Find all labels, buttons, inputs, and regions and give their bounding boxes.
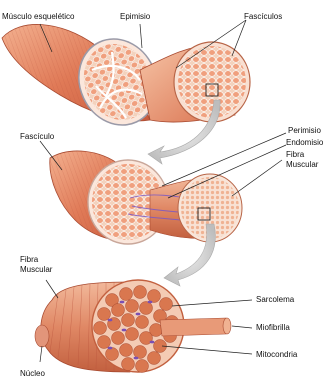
- label-muscle-fiber-1: Fibra: [286, 150, 305, 159]
- label-myofibril: Miofibrilla: [256, 323, 290, 332]
- label-epimysium: Epimisio: [120, 12, 151, 21]
- label-fascicle: Fascículo: [20, 132, 55, 141]
- label-sarcolemma: Sarcolema: [256, 295, 295, 304]
- myofibril-extended: [160, 318, 229, 336]
- muscle-fiber-panel: [35, 280, 231, 373]
- label-skeletal-muscle: Músculo esquelético: [2, 12, 75, 21]
- label-fascicles: Fascículos: [244, 12, 282, 21]
- label-mitochondria: Mitocondria: [256, 350, 298, 359]
- nucleus: [35, 325, 49, 347]
- label-perimysium: Perimisio: [288, 126, 321, 135]
- label-fiber-bottom-2: Muscular: [20, 265, 53, 274]
- label-nucleus: Núcleo: [20, 369, 45, 378]
- label-fiber-bottom-1: Fibra: [20, 255, 39, 264]
- label-muscle-fiber-2: Muscular: [286, 160, 319, 169]
- label-endomysium: Endomisio: [286, 138, 324, 147]
